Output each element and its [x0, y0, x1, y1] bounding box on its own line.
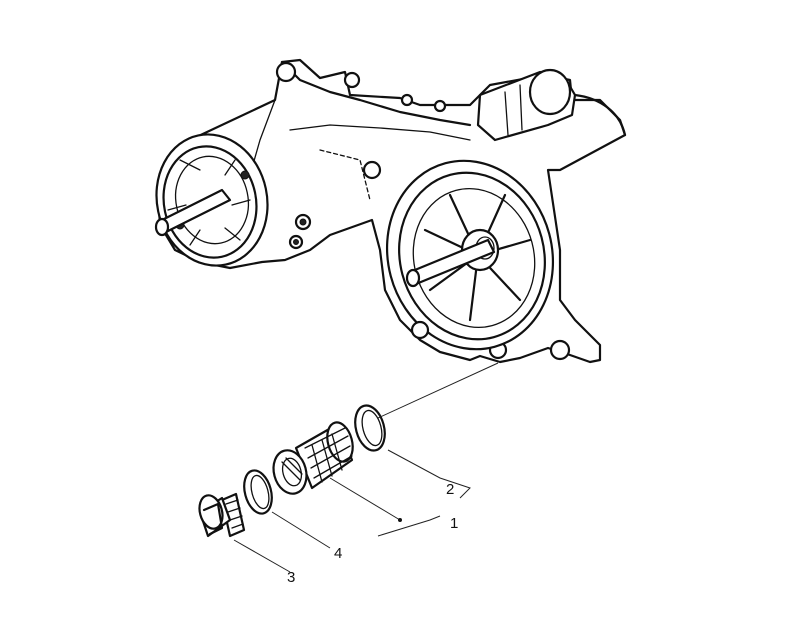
callout-1: 1	[450, 515, 458, 532]
leader-lines	[233, 362, 499, 573]
o-ring-part-4	[243, 469, 273, 515]
callout-4: 4	[334, 545, 342, 562]
filter-screen-part-1	[272, 421, 354, 495]
callout-3: 3	[287, 569, 295, 586]
callout-2: 2	[446, 481, 454, 498]
variator-cover	[385, 159, 555, 351]
clutch-drum	[154, 133, 269, 267]
drain-plug-part-3	[198, 492, 246, 538]
o-ring-part-2	[354, 404, 386, 452]
